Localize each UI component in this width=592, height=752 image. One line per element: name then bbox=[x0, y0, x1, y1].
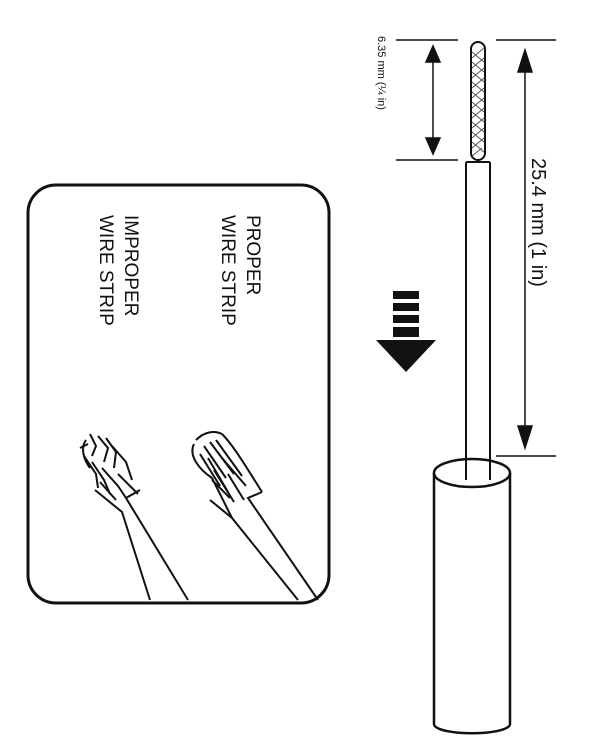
block-arrow-down-icon bbox=[376, 291, 436, 372]
main-wire bbox=[432, 41, 512, 735]
large-dimension-label: 25.4 mm (1 in) bbox=[527, 158, 549, 287]
small-dimension bbox=[396, 39, 458, 161]
small-dimension-label: 6.35 mm (¼ in) bbox=[375, 36, 387, 110]
proper-wire-illustration bbox=[191, 431, 319, 601]
improper-wire-illustration bbox=[79, 433, 189, 601]
proper-label-line2: WIRE STRIP bbox=[217, 215, 238, 326]
conductor-hatching bbox=[471, 47, 485, 157]
comparison-inset: PROPER WIRE STRIP IMPROPER WIRE STRIP bbox=[26, 183, 331, 605]
inset-frame bbox=[26, 183, 331, 605]
proper-label-line1: PROPER bbox=[242, 215, 263, 295]
improper-label-line2: WIRE STRIP bbox=[95, 215, 116, 326]
large-dimension bbox=[496, 39, 556, 457]
outer-sleeve bbox=[432, 457, 512, 735]
improper-label-line1: IMPROPER bbox=[120, 215, 141, 316]
